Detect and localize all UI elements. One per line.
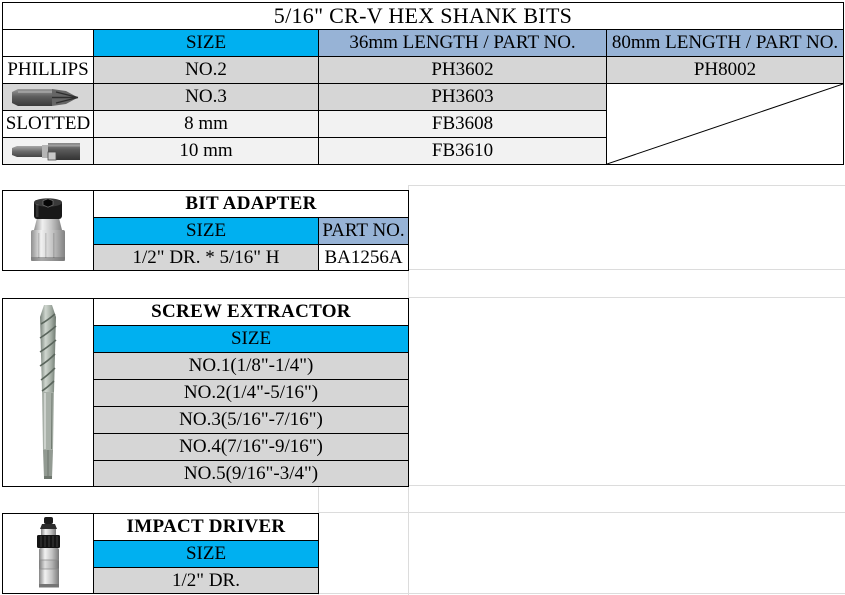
slotted-bit-image [12,142,80,160]
table-row: NO.1(1/8"-1/4") [3,352,409,380]
table-row: NO.3 PH3603 [2,83,844,165]
screw-extractor-image [39,304,57,479]
hex-no-80mm-cell [606,83,844,165]
bit-adapter-size-cell: 1/2" DR. * 5/16" H [93,244,319,271]
bit-adapter-part-cell: BA1256A [318,244,409,271]
hex-type-slotted: SLOTTED [2,110,94,138]
table-row: 1/2" DR. [3,567,319,594]
hex-size-cell: NO.2 [93,56,319,84]
slotted-bit-photo [2,137,94,165]
impact-driver-header-size: SIZE [93,540,319,568]
gridline-h4 [318,485,845,486]
hex-part36-cell: FB3608 [318,110,607,138]
impact-driver-size-cell: 1/2" DR. [93,567,319,594]
bit-adapter-header-part: PART NO. [318,217,409,245]
impact-driver-table: IMPACT DRIVER SIZE 1/2" DR. [2,513,319,594]
screw-extractor-table: SCREW EXTRACTOR SIZE NO.1(1/8"-1/4") NO.… [2,298,409,487]
table-row: NO.5(9/16"-3/4") [3,460,409,487]
screw-extractor-size-cell: NO.3(5/16"-7/16") [93,406,409,434]
hex-size-cell: 8 mm [93,110,319,138]
bit-adapter-photo [2,190,94,271]
hex-part36-cell: PH3603 [318,83,607,111]
gridline-h5 [318,512,845,513]
gridline-h6 [318,593,845,594]
screw-extractor-size-cell: NO.1(1/8"-1/4") [93,352,409,380]
impact-driver-image [37,517,60,588]
gridline-h2 [408,269,845,270]
screw-extractor-header-size: SIZE [93,325,409,353]
gridline-h3 [408,297,845,298]
hex-shank-bits-table: 5/16" CR-V HEX SHANK BITS SIZE 36mm LENG… [2,2,844,165]
hex-type-phillips: PHILLIPS [2,56,94,84]
gridline-h1 [408,185,845,186]
hex-header-blank-cell [2,29,94,57]
screw-extractor-size-cell: NO.5(9/16"-3/4") [93,460,409,487]
hex-part80-cell: PH8002 [606,56,844,84]
table-row: PHILLIPS NO.2 PH3602 PH8002 [2,56,844,84]
hex-size-cell: 10 mm [93,137,319,165]
hex-size-cell: NO.3 [93,83,319,111]
bit-adapter-image [31,197,65,261]
screw-extractor-size-cell: NO.4(7/16"-9/16") [93,433,409,461]
table-row: NO.4(7/16"-9/16") [3,433,409,461]
hex-part36-cell: FB3610 [318,137,607,165]
screw-extractor-photo [2,298,94,487]
bit-adapter-table: BIT ADAPTER SIZE PART NO. 1/2" DR. * 5/1… [2,190,409,271]
screw-extractor-size-cell: NO.2(1/4"-5/16") [93,379,409,407]
impact-driver-title: IMPACT DRIVER [93,513,319,541]
page-title: 5/16" CR-V HEX SHANK BITS [2,2,844,30]
hex-header-80mm: 80mm LENGTH / PART NO. [606,29,844,57]
bit-adapter-header-size: SIZE [93,217,319,245]
diagonal-slash [607,84,843,164]
table-row: SLOTTED 8 mm FB3608 [2,110,844,138]
phillips-bit-image [12,88,79,106]
impact-driver-photo [2,513,94,594]
table-row: 1/2" DR. * 5/16" H BA1256A [3,244,409,271]
screw-extractor-title: SCREW EXTRACTOR [93,298,409,326]
table-row: 10 mm FB3610 [2,137,844,165]
phillips-bit-photo [2,83,94,111]
hex-part36-cell: PH3602 [318,56,607,84]
hex-header-size: SIZE [93,29,319,57]
hex-header-36mm: 36mm LENGTH / PART NO. [318,29,607,57]
bit-adapter-title: BIT ADAPTER [93,190,409,218]
table-row: NO.3(5/16"-7/16") [3,406,409,434]
